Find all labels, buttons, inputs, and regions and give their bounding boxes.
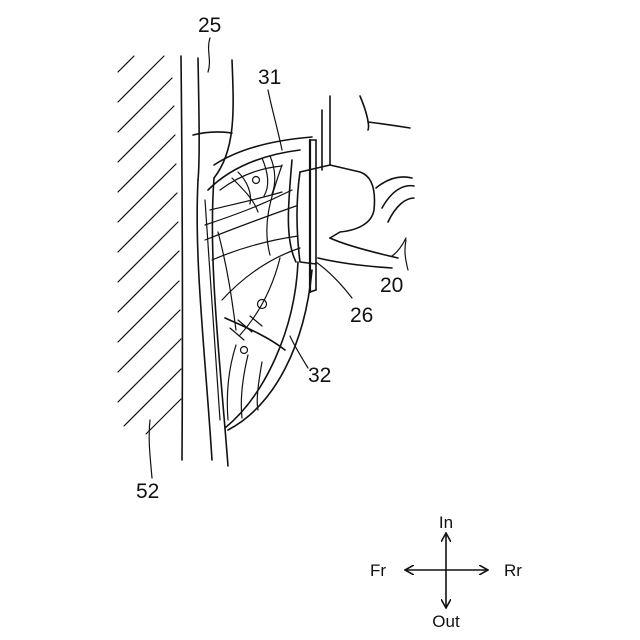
bracket-31	[205, 137, 312, 225]
label-52: 52	[136, 480, 159, 503]
label-20: 20	[380, 274, 403, 297]
direction-out-label: Out	[432, 612, 460, 631]
hatched-wall	[118, 56, 181, 434]
label-26: 26	[350, 304, 373, 327]
direction-in-label: In	[439, 513, 453, 532]
leader-lines	[149, 38, 408, 478]
direction-fr-label: Fr	[370, 561, 386, 580]
label-31: 31	[258, 66, 281, 89]
direction-rr-label: Rr	[504, 561, 522, 580]
label-32: 32	[308, 364, 331, 387]
direction-compass: In Out Fr Rr	[370, 513, 522, 631]
plate-26-and-member-20	[297, 96, 414, 292]
label-25: 25	[198, 14, 221, 37]
